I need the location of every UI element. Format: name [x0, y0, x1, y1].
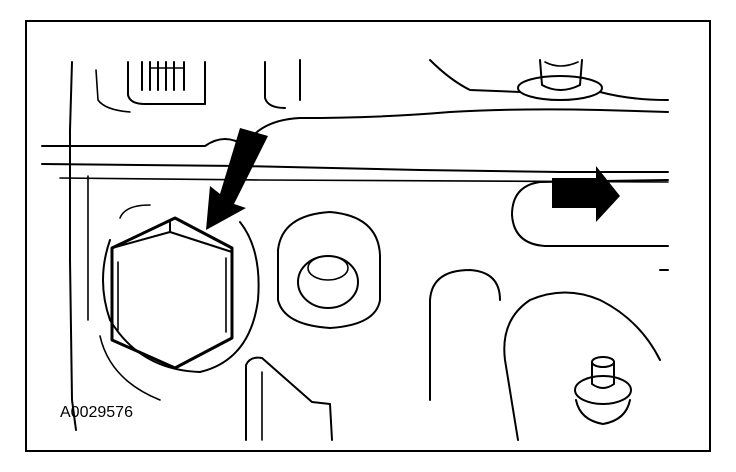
round-boss: [277, 211, 381, 329]
figure-frame: [25, 20, 711, 452]
bolt-housing: [102, 221, 260, 373]
small-stud: [574, 356, 632, 425]
top-stud-boss: [429, 59, 669, 101]
right-slot: [511, 179, 669, 247]
bolt-housing-step: [119, 204, 151, 219]
lower-right-housing: [429, 269, 669, 441]
lower-left-curve: [99, 335, 161, 401]
casting-left-edge: [69, 61, 77, 431]
lower-bracket: [245, 356, 333, 441]
direction-arrow-right: [552, 166, 620, 222]
flange-upper-line: [41, 108, 669, 147]
casting-left-inner-edge: [95, 69, 131, 113]
flange-bottom-line: [59, 177, 669, 183]
ribbed-block: [127, 61, 206, 105]
flange-lower-line: [41, 163, 669, 173]
hex-bolt: [110, 216, 234, 370]
reference-id: A0029576: [60, 404, 133, 421]
pointer-arrow: [206, 128, 268, 230]
upper-bump-left: [264, 61, 286, 109]
